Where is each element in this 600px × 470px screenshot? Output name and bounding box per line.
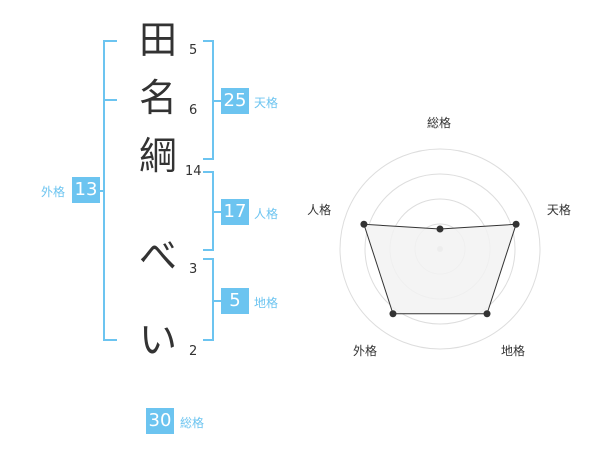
chikaku-label: 地格 [254, 296, 279, 310]
tenkaku-label: 天格 [254, 96, 279, 110]
jinkaku-label: 人格 [254, 207, 279, 221]
gaikaku-badge: 13 [72, 177, 100, 203]
soukaku-label: 総格 [180, 416, 205, 430]
radar-axis-label-1: 総格 [427, 116, 452, 130]
radar-point-2 [512, 220, 520, 228]
stroke-count-1: 5 [189, 43, 198, 58]
radar-points [360, 220, 520, 318]
stroke-count-5: 2 [189, 344, 198, 359]
stroke-count-4: 3 [189, 262, 198, 277]
radar-point-3 [483, 310, 491, 318]
radar-chart [339, 148, 541, 350]
radar-ring [364, 173, 516, 325]
name-char-2: 名 [138, 76, 177, 120]
name-char-4: べ [138, 234, 177, 278]
radar-point-1 [436, 225, 444, 233]
radar-shape [363, 223, 517, 315]
radar-point-4 [389, 310, 397, 318]
stroke-count-2: 6 [189, 103, 198, 118]
chikaku-badge: 5 [221, 288, 249, 314]
jinkaku-badge: 17 [221, 199, 249, 225]
radar-polygon [363, 223, 517, 315]
radar-ring [339, 148, 541, 350]
radar-axis-label-4: 外格 [352, 343, 377, 358]
name-char-3: 綱 [138, 134, 177, 178]
name-char-1: 田 [138, 18, 177, 62]
stroke-count-3: 14 [185, 164, 202, 179]
radar-axis-label-3: 地格 [501, 343, 526, 358]
radar-axis-label-5: 人格 [307, 203, 332, 218]
soukaku-badge: 30 [146, 408, 174, 434]
radar-axis-label-2: 天格 [546, 203, 571, 218]
gaikaku-label: 外格 [41, 185, 66, 199]
tenkaku-badge: 25 [221, 88, 249, 114]
radar-point-5 [360, 220, 368, 228]
name-char-5: い [138, 318, 177, 362]
